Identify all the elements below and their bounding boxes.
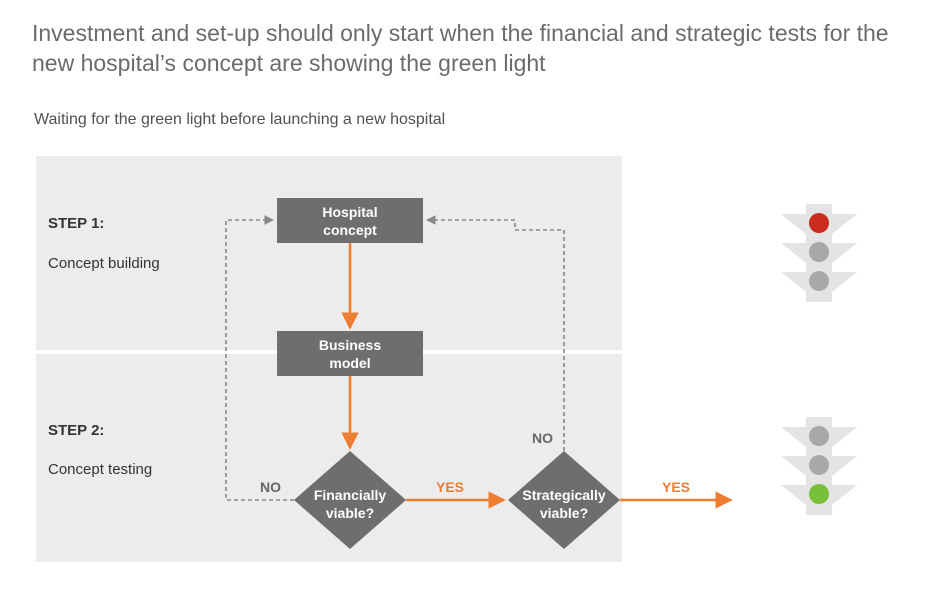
strategic-yes-label: YES — [662, 479, 691, 495]
financially-viable-diamond — [294, 451, 406, 549]
traffic-light-red — [781, 204, 857, 302]
loop-financial-no — [225, 215, 294, 501]
step-2-description: Concept testing — [48, 461, 153, 478]
off-red-lamp — [809, 426, 829, 446]
loop-strategic-no — [426, 215, 565, 451]
off-amber-lamp — [809, 242, 829, 262]
step-2-title: STEP 2: — [48, 422, 105, 439]
business-model-label: Business model — [318, 336, 382, 371]
step-1-title: STEP 1: — [48, 215, 105, 232]
off-green-lamp — [809, 271, 829, 291]
subheadline: Waiting for the green light before launc… — [34, 111, 446, 128]
traffic-light-green — [781, 417, 857, 515]
step-1-panel — [36, 156, 622, 350]
strategically-viable-label: Strategically viable? — [522, 487, 606, 521]
financial-no-label: NO — [260, 479, 281, 495]
financial-yes-label: YES — [436, 479, 465, 495]
lit-red-lamp — [809, 213, 829, 233]
headline: Investment and set-up should only start … — [32, 20, 889, 76]
hospital-concept-box: Hospital concept — [277, 198, 423, 243]
strategically-viable-diamond — [508, 451, 620, 549]
off-amber-lamp — [809, 455, 829, 475]
lit-green-lamp — [809, 484, 829, 504]
hospital-concept-label: Hospital concept — [322, 203, 378, 238]
step-1-description: Concept building — [48, 255, 160, 272]
business-model-box: Business model — [277, 331, 423, 376]
financially-viable-label: Financially viable? — [313, 487, 387, 521]
strategic-no-label: NO — [532, 430, 553, 446]
